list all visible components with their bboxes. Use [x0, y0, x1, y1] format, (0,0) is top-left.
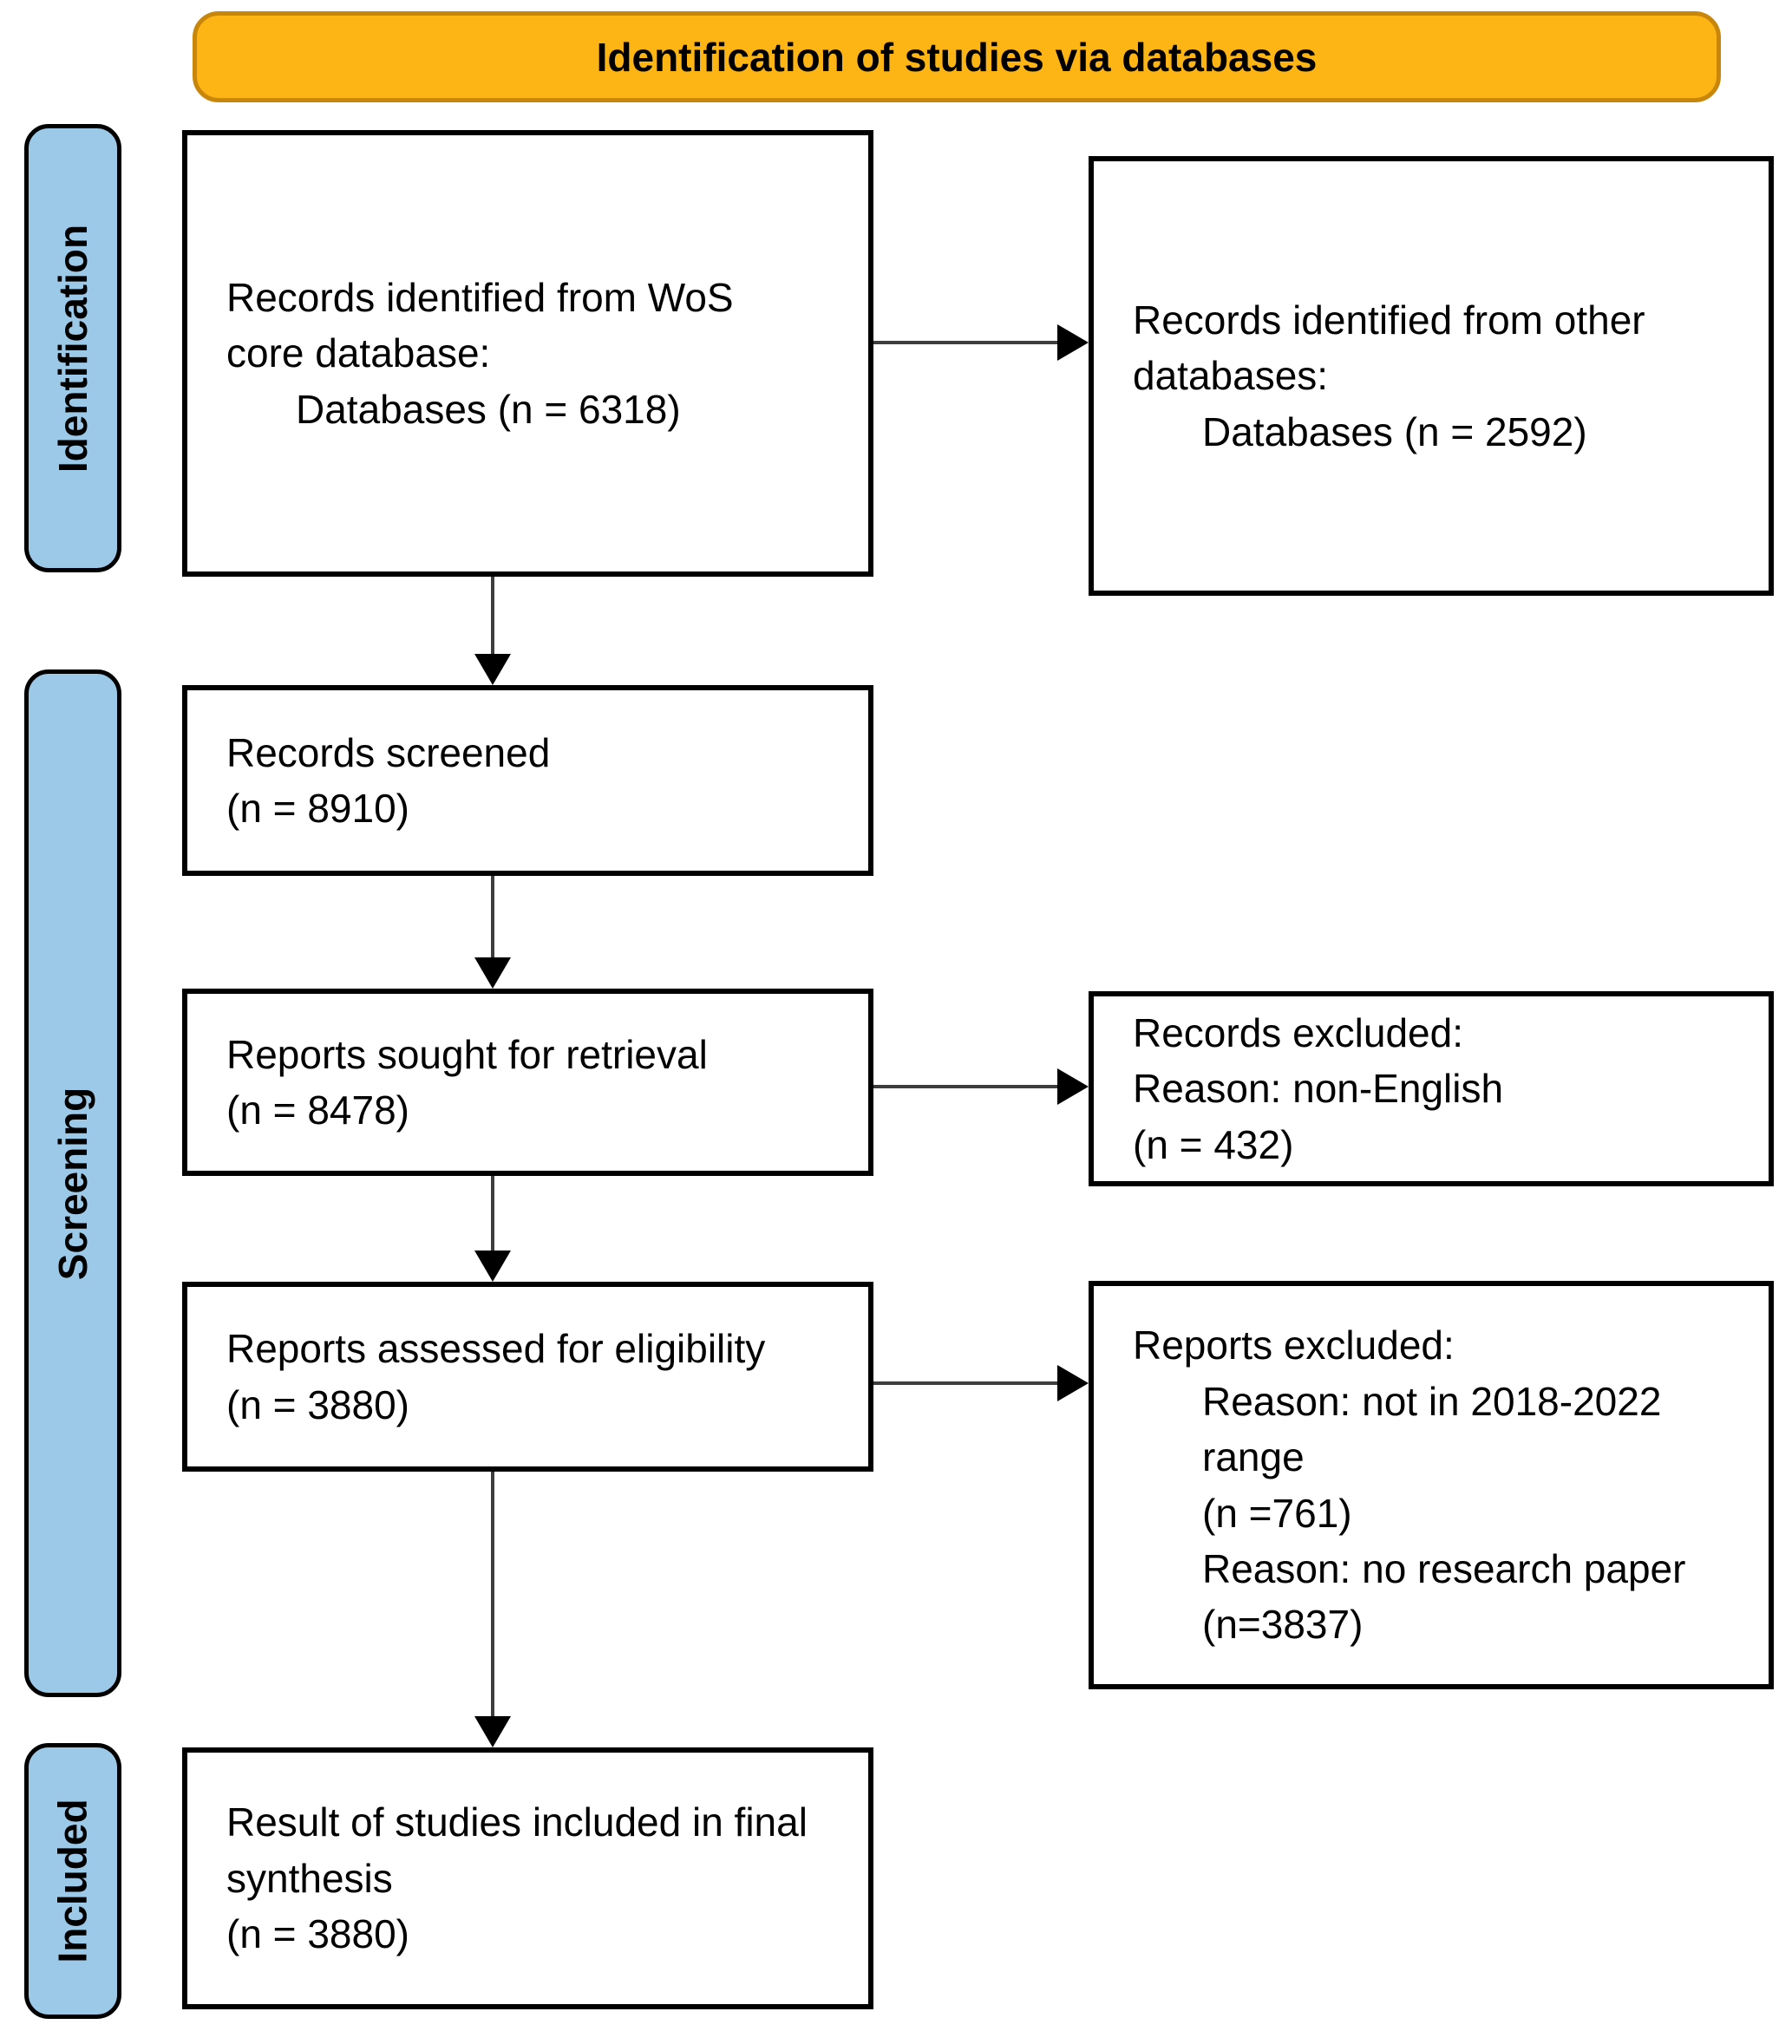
- arrow-line-sought-to-assessed: [491, 1176, 494, 1252]
- box-text-line: Records identified from other: [1133, 297, 1645, 343]
- box-text-line: (n = 8910): [226, 786, 409, 831]
- box-text-line: synthesis: [226, 1855, 393, 1901]
- arrow-line-assessed-to-excluded: [873, 1381, 1057, 1385]
- stage-label-identification: Identification: [50, 224, 96, 473]
- box-text-line: (n = 8478): [226, 1087, 409, 1133]
- box-reports-excluded: Reports excluded: Reason: not in 2018-20…: [1089, 1281, 1774, 1689]
- box-reports-sought: Reports sought for retrieval (n = 8478): [182, 989, 873, 1176]
- box-text-line: core database:: [226, 330, 491, 376]
- box-records-identified-other: Records identified from other databases:…: [1089, 156, 1774, 596]
- stage-label-screening: Screening: [50, 1087, 96, 1280]
- box-text-line: Reports excluded:: [1133, 1322, 1455, 1368]
- header-banner: Identification of studies via databases: [193, 11, 1721, 102]
- box-records-excluded: Records excluded: Reason: non-English (n…: [1089, 991, 1774, 1186]
- box-records-identified-wos: Records identified from WoS core databas…: [182, 130, 873, 577]
- box-text-line: Databases (n = 6318): [296, 386, 681, 432]
- arrowhead-right-icon: [1057, 1068, 1089, 1105]
- header-title: Identification of studies via databases: [596, 34, 1318, 80]
- stage-bar-included: Included: [24, 1743, 121, 2019]
- box-text-line: Reports sought for retrieval: [226, 1031, 708, 1077]
- arrowhead-down-icon: [474, 1251, 511, 1282]
- box-text-line: databases:: [1133, 353, 1329, 399]
- box-text-line: Result of studies included in final: [226, 1799, 808, 1845]
- arrow-line-screened-to-sought: [491, 876, 494, 959]
- box-text-line: Reports assessed for eligibility: [226, 1326, 766, 1372]
- stage-bar-screening: Screening: [24, 669, 121, 1697]
- box-text-line: (n = 3880): [226, 1911, 409, 1957]
- box-text-line: Records excluded:: [1133, 1009, 1463, 1055]
- arrowhead-right-icon: [1057, 1365, 1089, 1401]
- arrow-line-wos-to-other: [873, 341, 1057, 344]
- box-result-included: Result of studies included in final synt…: [182, 1747, 873, 2009]
- box-text-line: Records screened: [226, 729, 551, 775]
- arrowhead-down-icon: [474, 654, 511, 685]
- arrowhead-down-icon: [474, 1716, 511, 1747]
- arrowhead-right-icon: [1057, 324, 1089, 361]
- stage-bar-identification: Identification: [24, 124, 121, 572]
- box-records-screened: Records screened (n = 8910): [182, 685, 873, 876]
- box-text-line: Reason: non-English: [1133, 1066, 1504, 1112]
- arrow-line-sought-to-excluded: [873, 1085, 1057, 1088]
- box-text-line: Databases (n = 2592): [1202, 408, 1587, 454]
- arrow-line-wos-to-screened: [491, 577, 494, 657]
- box-text-line: Reason: not in 2018-2022: [1202, 1378, 1662, 1424]
- box-text-line: Reason: no research paper: [1202, 1545, 1686, 1591]
- box-reports-assessed: Reports assessed for eligibility (n = 38…: [182, 1282, 873, 1472]
- box-text-line: (n=3837): [1202, 1602, 1364, 1648]
- box-text-line: (n = 432): [1133, 1121, 1294, 1167]
- arrowhead-down-icon: [474, 957, 511, 989]
- stage-label-included: Included: [50, 1799, 95, 1963]
- box-text-line: range: [1202, 1434, 1305, 1480]
- arrow-line-assessed-to-result: [491, 1472, 494, 1718]
- box-text-line: Records identified from WoS: [226, 274, 734, 320]
- box-text-line: (n =761): [1202, 1490, 1352, 1536]
- box-text-line: (n = 3880): [226, 1381, 409, 1427]
